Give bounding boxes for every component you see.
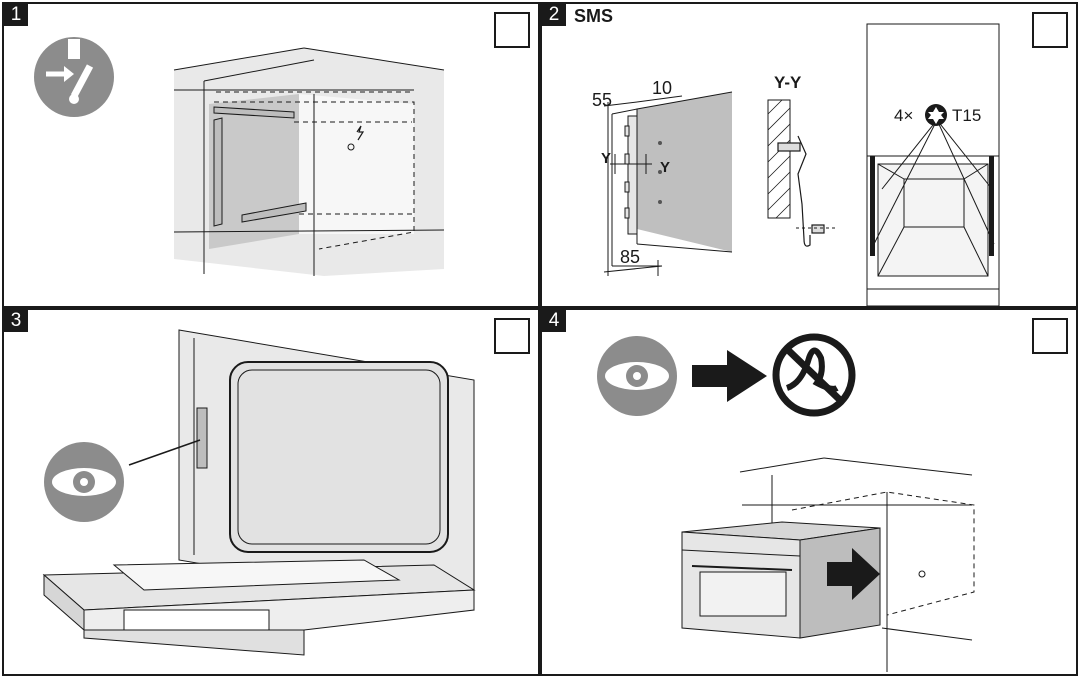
step-number: 2 xyxy=(542,4,566,26)
cabinet-rail xyxy=(624,115,638,235)
step-4-panel: 4 xyxy=(540,308,1078,676)
completion-checkbox[interactable] xyxy=(494,12,530,48)
dimension-lines xyxy=(603,95,683,276)
step-3-illustration xyxy=(42,329,476,656)
inspect-leader-line xyxy=(128,439,201,466)
dimension-bottom-label: 85 xyxy=(620,247,640,267)
torx-size-label: T15 xyxy=(952,106,981,125)
step-number: 4 xyxy=(542,310,566,332)
arrow-right-icon xyxy=(692,350,767,402)
no-bent-cable-icon xyxy=(772,333,856,417)
section-mark-right: Y xyxy=(660,159,670,176)
step-number: 3 xyxy=(4,310,28,332)
screws xyxy=(658,141,662,204)
niche-back xyxy=(299,94,414,234)
electric-warning-icon xyxy=(356,125,365,141)
step-1-panel: 1 xyxy=(2,2,540,308)
oven-handle xyxy=(691,565,793,571)
mounting-rails xyxy=(213,106,307,227)
section-title: Y-Y xyxy=(774,73,802,92)
eye-icon xyxy=(44,442,124,522)
step-2-illustration: 55 10 85 Y Y Y-Y xyxy=(592,23,1000,306)
completion-checkbox[interactable] xyxy=(1032,12,1068,48)
cavity-inner-edge xyxy=(237,369,441,545)
niche-hidden-lines xyxy=(791,491,975,616)
door-lower-edge xyxy=(83,629,305,656)
socket-hole xyxy=(347,143,355,151)
screw-leader-lines xyxy=(873,119,995,245)
torx-icon xyxy=(925,104,947,126)
dimension-left-label: 55 xyxy=(592,90,612,110)
cabinet-side-rails xyxy=(870,156,994,256)
step-1-illustration xyxy=(34,37,445,276)
step-3-panel: 3 xyxy=(2,308,540,676)
section-mark-left: Y xyxy=(601,150,611,167)
eye-icon xyxy=(597,336,677,416)
step-number: 1 xyxy=(4,4,28,26)
power-disconnect-icon xyxy=(34,37,114,117)
door-handle xyxy=(123,609,270,631)
screw-count-label: 4× xyxy=(894,106,913,125)
cabinet-front-view xyxy=(866,23,1000,306)
wall-lines xyxy=(173,47,445,276)
step-2-panel: 55 10 85 Y Y Y-Y xyxy=(540,2,1078,308)
oven-control-strip xyxy=(681,549,801,557)
dimension-right-label: 10 xyxy=(652,78,672,98)
door-glass xyxy=(112,559,401,591)
oven-window xyxy=(699,571,787,617)
step-4-illustration xyxy=(597,333,975,672)
section-bracket xyxy=(777,135,825,247)
variant-code: SMS xyxy=(574,6,614,26)
cabinet-side-panel xyxy=(637,92,732,252)
oven-cavity xyxy=(229,361,449,553)
socket-hole xyxy=(918,570,926,578)
insert-arrow-icon xyxy=(827,548,880,600)
door-hinge xyxy=(196,407,208,469)
completion-checkbox[interactable] xyxy=(1032,318,1068,354)
completion-checkbox[interactable] xyxy=(494,318,530,354)
niche-outline xyxy=(214,91,415,250)
